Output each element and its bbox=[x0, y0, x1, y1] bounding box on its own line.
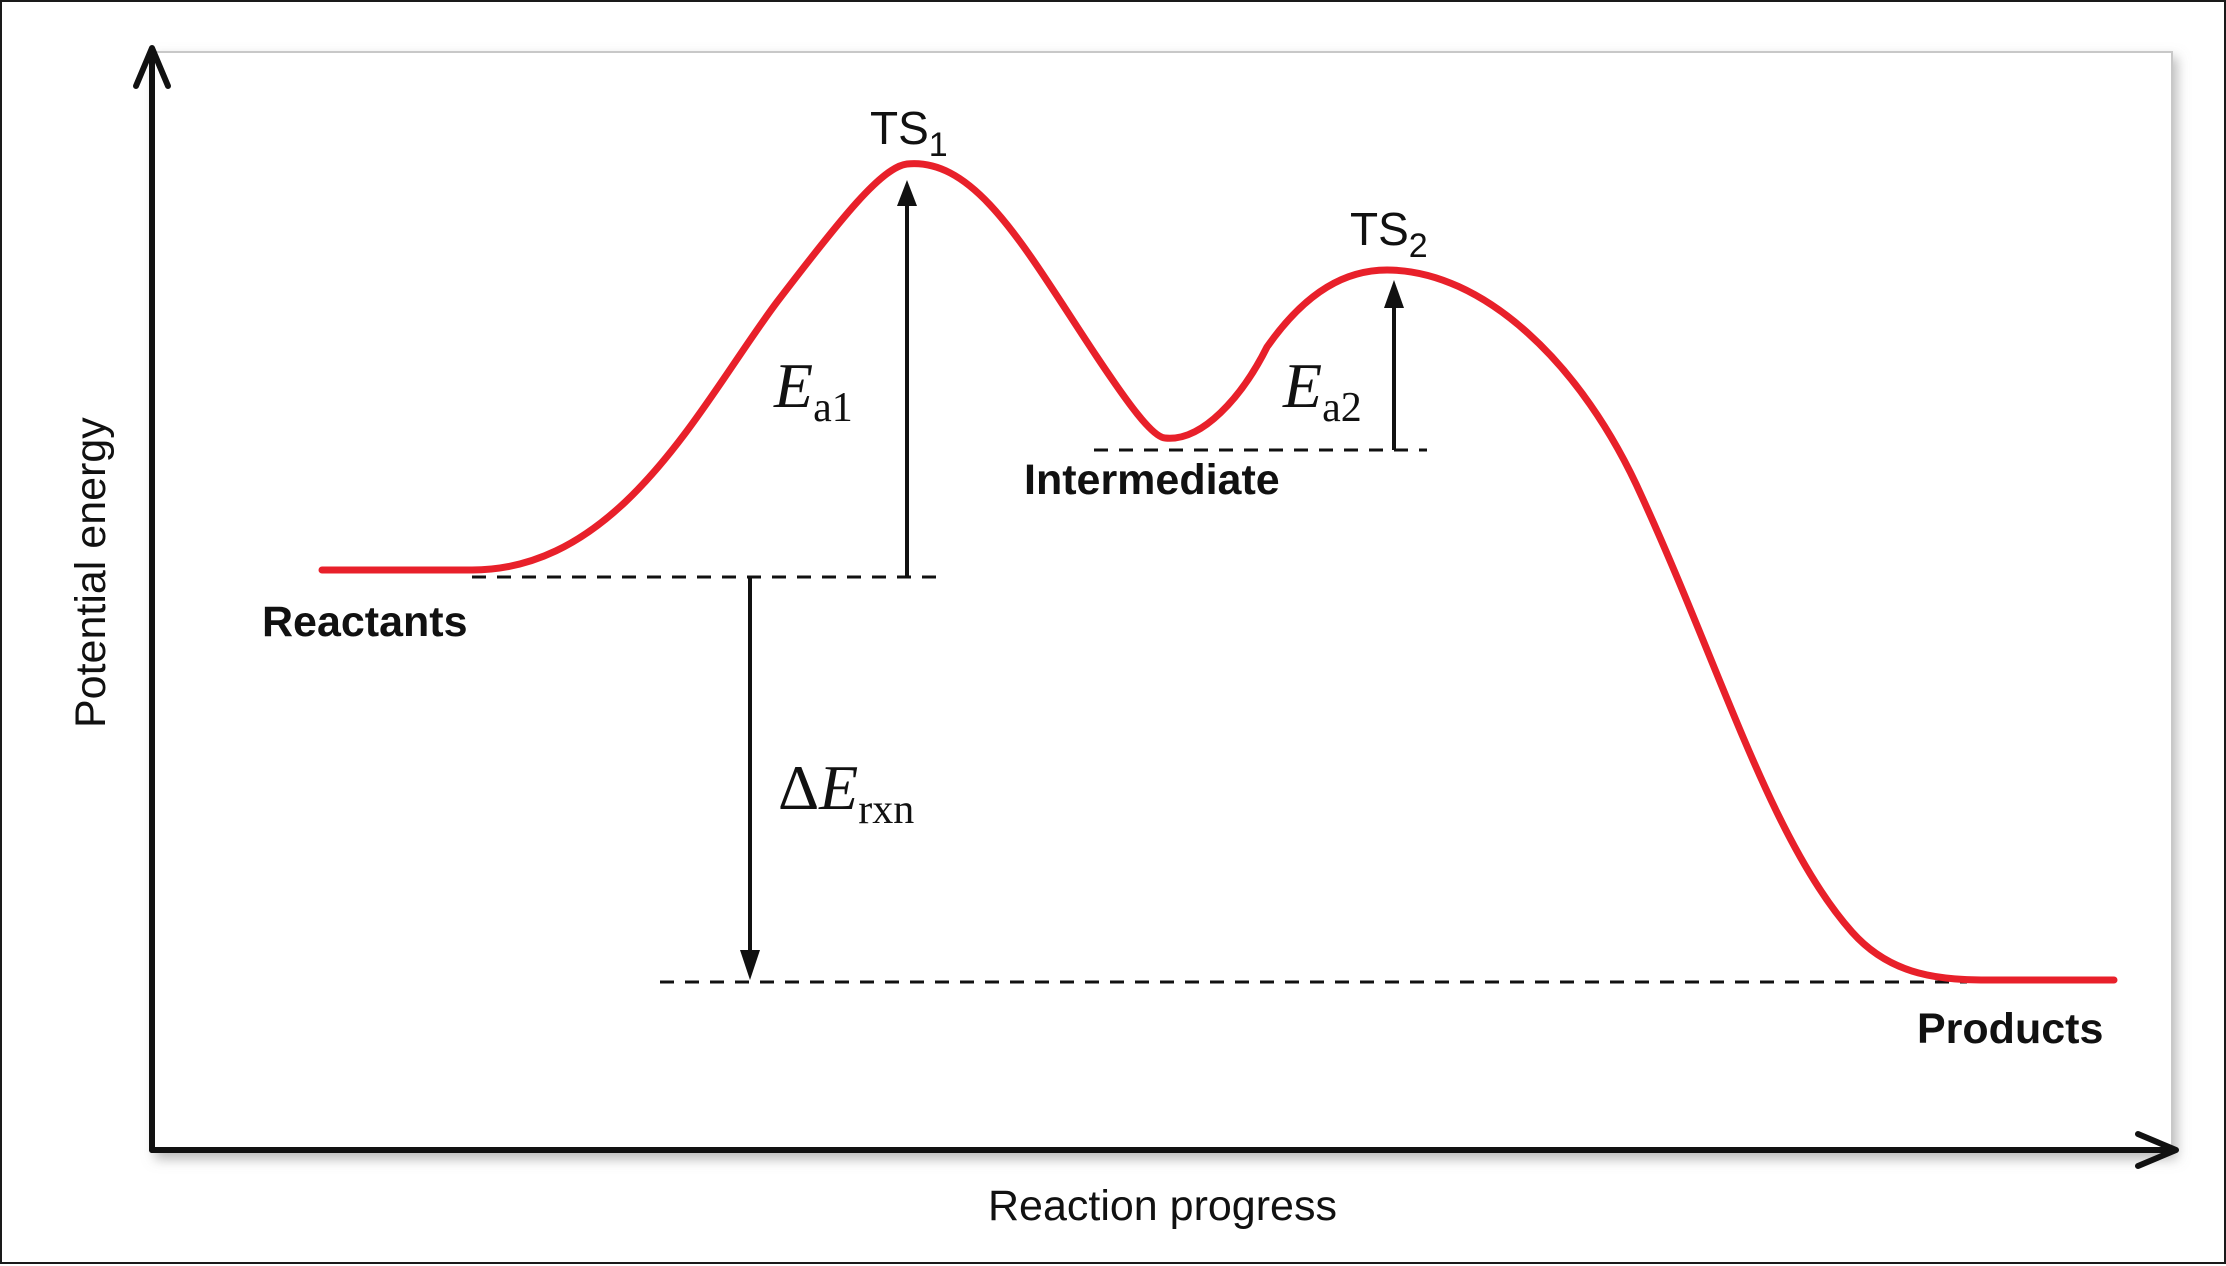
ea1-arrow bbox=[897, 180, 917, 577]
reference-lines bbox=[472, 448, 1967, 984]
ea2-label: Ea2 bbox=[1282, 350, 1362, 431]
delta-e-arrow bbox=[740, 577, 760, 980]
delta-e-rxn-label: ΔErxn bbox=[778, 752, 914, 833]
ts2-label: TS2 bbox=[1350, 203, 1428, 265]
x-axis bbox=[149, 1131, 2179, 1169]
energy-curve bbox=[318, 160, 2118, 984]
reactants-label: Reactants bbox=[262, 598, 468, 646]
y-axis bbox=[133, 45, 171, 1153]
y-axis-label: Potential energy bbox=[67, 417, 115, 728]
ts1-label: TS1 bbox=[870, 102, 948, 164]
products-label: Products bbox=[1917, 1005, 2103, 1053]
ea1-label: Ea1 bbox=[773, 350, 853, 431]
intermediate-label: Intermediate bbox=[1024, 456, 1280, 504]
ea2-arrow bbox=[1384, 280, 1404, 450]
plot-panel bbox=[151, 51, 2173, 1153]
x-axis-label: Reaction progress bbox=[988, 1182, 1337, 1230]
